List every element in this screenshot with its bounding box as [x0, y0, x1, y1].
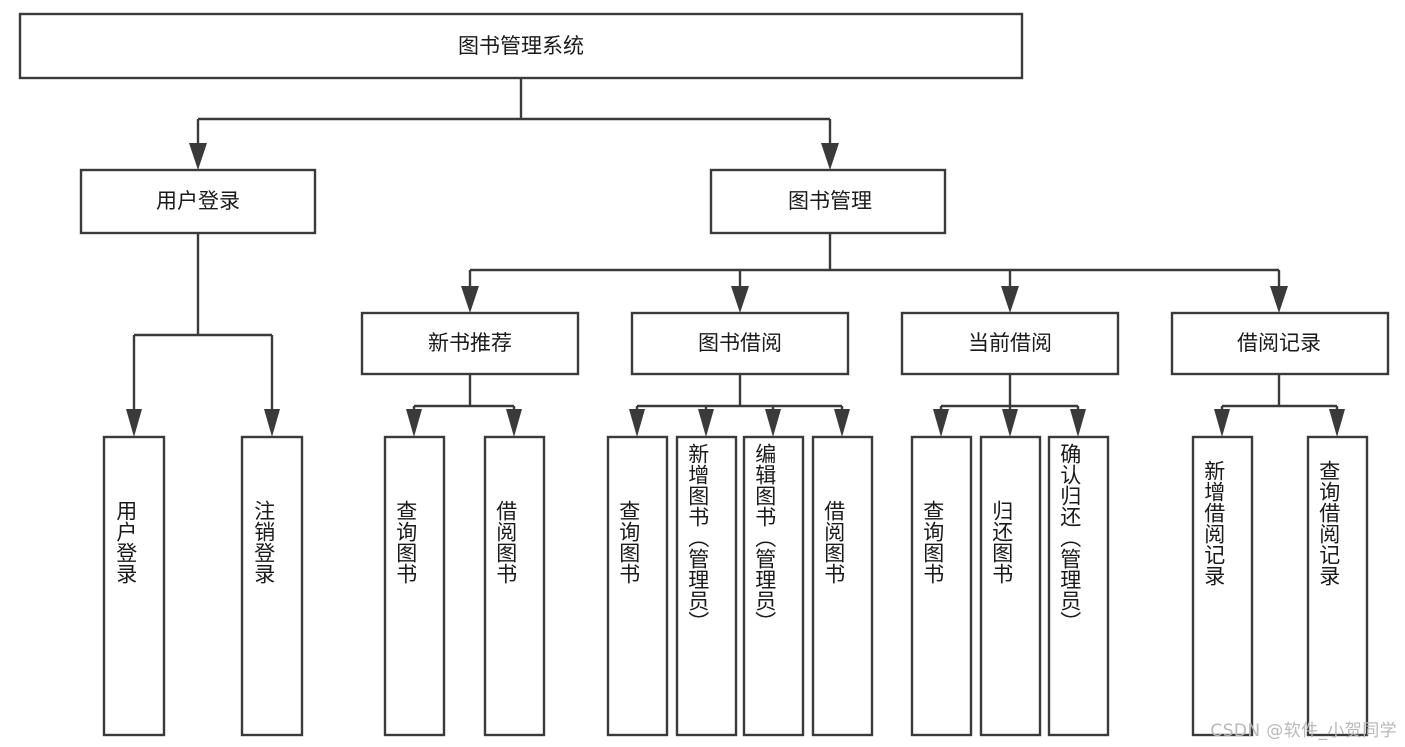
arrow-head-borrow-record [1270, 286, 1288, 313]
node-book-borrow-box[interactable] [630, 311, 850, 376]
node-borrow-record-box[interactable] [1170, 311, 1390, 376]
leaf-node[interactable]: 确认归还（管理员） [1047, 435, 1110, 737]
node-user-login-label: 用户登录 [156, 189, 240, 213]
leaf-node[interactable]: 查询图书 [606, 435, 669, 737]
leaf-cb-return-book-box[interactable] [979, 435, 1042, 737]
leaf-node[interactable]: 借阅图书 [811, 435, 874, 737]
leaf-node[interactable]: 查询图书 [910, 435, 973, 737]
arrow-head-bb-leaf-1 [629, 409, 645, 437]
leaf-cb-query-book-box[interactable] [910, 435, 973, 737]
node-book-borrow[interactable]: 图书借阅 [630, 311, 850, 376]
leaf-br-query-record-label: 查询借阅记录 [1317, 460, 1341, 586]
node-current-borrow-label: 当前借阅 [968, 331, 1052, 355]
leaf-node[interactable]: 注销登录 [240, 435, 304, 737]
leaf-bb-edit-book-box[interactable] [742, 435, 805, 737]
arrow-head-nb-leaf-2 [506, 409, 522, 437]
node-new-book-recommend-label: 新书推荐 [428, 331, 512, 355]
leaf-node[interactable]: 查询借阅记录 [1306, 435, 1369, 737]
arrow-head-leaf-user-login [126, 409, 142, 437]
leaf-nb-query-book-label: 查询图书 [394, 500, 418, 584]
arrow-head-current-borrow [1001, 286, 1019, 313]
node-current-borrow-box[interactable] [900, 311, 1120, 376]
leaf-br-add-record-label: 新增借阅记录 [1202, 460, 1226, 586]
arrow-head-cb-leaf-3 [1070, 409, 1086, 437]
leaf-node[interactable]: 新增图书（管理员） [675, 435, 738, 737]
leaf-bb-borrow-book-box[interactable] [811, 435, 874, 737]
leaf-logout-box[interactable] [240, 435, 304, 737]
leaf-nb-query-book-box[interactable] [383, 435, 446, 737]
arrow-head-nb-leaf-1 [406, 409, 422, 437]
leaf-node[interactable]: 归还图书 [979, 435, 1042, 737]
leaf-node[interactable]: 新增借阅记录 [1191, 435, 1254, 737]
node-book-manage[interactable]: 图书管理 [709, 168, 947, 235]
arrow-head-cb-leaf-1 [933, 409, 949, 437]
leaf-bb-add-book-box[interactable] [675, 435, 738, 737]
node-borrow-record-label: 借阅记录 [1237, 331, 1321, 355]
leaf-cb-return-book-label: 归还图书 [990, 500, 1014, 584]
leaf-br-add-record-box[interactable] [1191, 435, 1254, 737]
node-root-box[interactable] [18, 12, 1024, 80]
node-new-book-recommend[interactable]: 新书推荐 [360, 311, 580, 376]
node-root-label: 图书管理系统 [458, 34, 584, 58]
leaf-cb-confirm-return-label: 确认归还（管理员） [1058, 443, 1082, 632]
leaf-nb-borrow-book-label: 借阅图书 [494, 500, 518, 584]
arrow-head-bb-leaf-4 [834, 409, 850, 437]
leaf-user-login-box[interactable] [102, 435, 166, 737]
node-book-manage-label: 图书管理 [788, 189, 872, 213]
arrow-head-new-book [461, 286, 479, 313]
edges-layer [126, 78, 1345, 437]
leaf-node[interactable]: 借阅图书 [483, 435, 546, 737]
leaf-bb-borrow-book-label: 借阅图书 [822, 500, 846, 584]
node-new-book-recommend-box[interactable] [360, 311, 580, 376]
node-borrow-record[interactable]: 借阅记录 [1170, 311, 1390, 376]
node-book-manage-box[interactable] [709, 168, 947, 235]
csdn-watermark: CSDN @软件_小贺同学 [1210, 721, 1397, 741]
leaf-bb-query-book-box[interactable] [606, 435, 669, 737]
arrow-head-bb-leaf-3 [765, 409, 781, 437]
arrow-head-cb-leaf-2 [1002, 409, 1018, 437]
arrow-head-br-leaf-1 [1214, 409, 1230, 437]
leaf-logout-label: 注销登录 [252, 500, 276, 584]
node-user-login-box[interactable] [79, 168, 317, 235]
node-user-login[interactable]: 用户登录 [79, 168, 317, 235]
arrow-head-book-manage [821, 143, 839, 170]
leaf-br-query-record-box[interactable] [1306, 435, 1369, 737]
node-book-borrow-label: 图书借阅 [698, 331, 782, 355]
arrow-head-book-borrow [731, 286, 749, 313]
leaf-node[interactable]: 查询图书 [383, 435, 446, 737]
arrow-head-br-leaf-2 [1329, 409, 1345, 437]
leaf-bb-query-book-label: 查询图书 [617, 500, 641, 584]
arrow-head-bb-leaf-2 [698, 409, 714, 437]
leaf-cb-query-book-label: 查询图书 [921, 500, 945, 584]
leaf-cb-confirm-return-box[interactable] [1047, 435, 1110, 737]
arrow-head-leaf-logout [264, 409, 280, 437]
leaf-user-login-label: 用户登录 [114, 500, 138, 584]
leaf-node[interactable]: 用户登录 [102, 435, 166, 737]
leaf-nb-borrow-book-box[interactable] [483, 435, 546, 737]
leaf-node[interactable]: 编辑图书（管理员） [742, 435, 805, 737]
node-root[interactable]: 图书管理系统 [18, 12, 1024, 80]
leaf-bb-edit-book-label: 编辑图书（管理员） [753, 443, 777, 632]
leaf-bb-add-book-label: 新增图书（管理员） [686, 443, 710, 632]
node-current-borrow[interactable]: 当前借阅 [900, 311, 1120, 376]
arrow-head-user-login [189, 143, 207, 170]
